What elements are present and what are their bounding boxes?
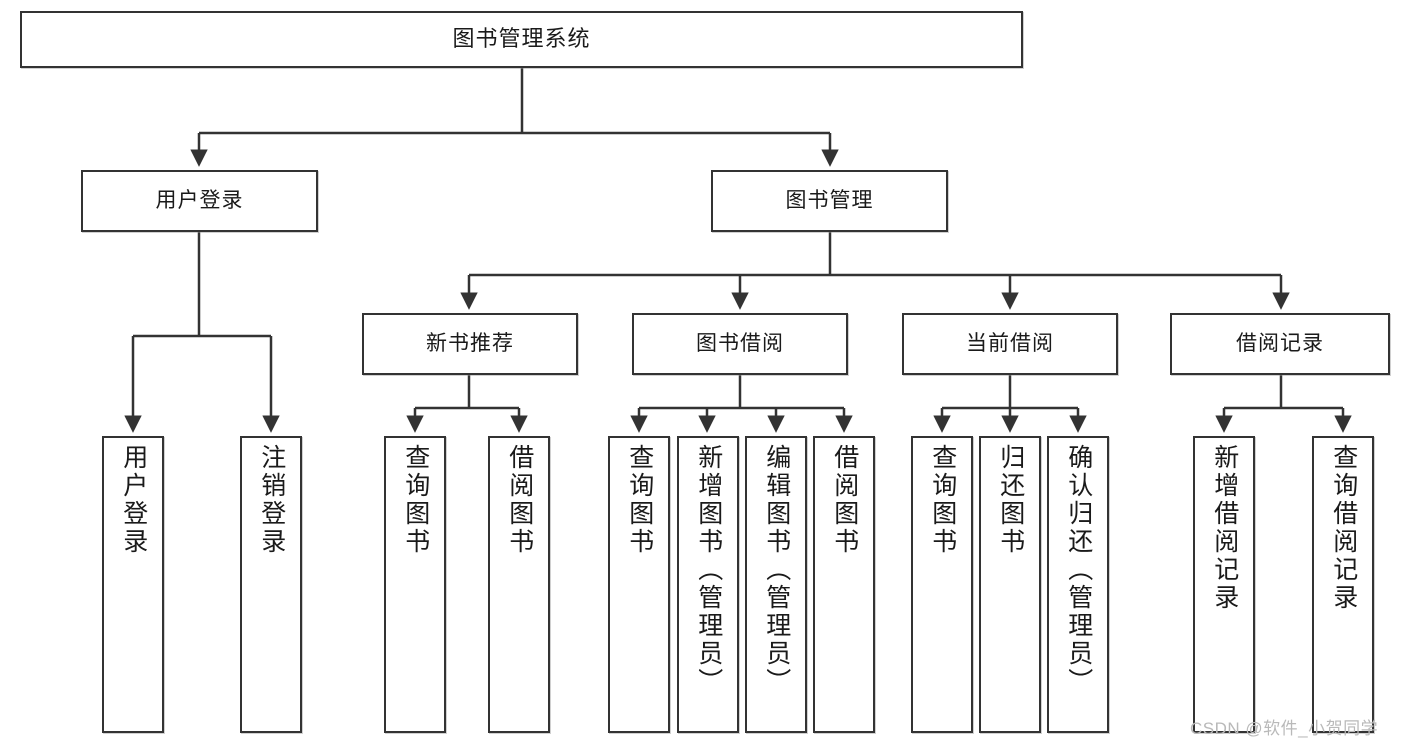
node-leaf-query-book-current[interactable]: 查询图书 — [911, 436, 973, 733]
node-book-borrow[interactable]: 图书借阅 — [632, 313, 848, 375]
node-label: 图书管理 — [785, 189, 874, 213]
node-label: 查询图书 — [625, 444, 654, 556]
node-label: 图书借阅 — [696, 332, 784, 356]
node-leaf-user-login[interactable]: 用户登录 — [102, 436, 164, 733]
node-leaf-borrow-book[interactable]: 借阅图书 — [813, 436, 875, 733]
node-label: 当前借阅 — [966, 332, 1054, 356]
node-label: 借阅图书 — [830, 444, 859, 556]
node-leaf-add-borrow-record[interactable]: 新增借阅记录 — [1193, 436, 1255, 733]
node-leaf-query-borrow-record[interactable]: 查询借阅记录 — [1312, 436, 1374, 733]
node-label: 查询图书 — [401, 444, 430, 556]
node-leaf-edit-book-admin[interactable]: 编辑图书（管理员） — [745, 436, 807, 733]
node-label: 归还图书 — [996, 444, 1025, 556]
node-label: 用户登录 — [119, 444, 148, 556]
node-label: 新书推荐 — [426, 332, 514, 356]
node-label: 借阅记录 — [1236, 332, 1324, 356]
node-leaf-confirm-return-admin[interactable]: 确认归还（管理员） — [1047, 436, 1109, 733]
node-label: 借阅图书 — [505, 444, 534, 556]
node-root-book-management-system[interactable]: 图书管理系统 — [20, 11, 1023, 68]
node-leaf-query-book-borrow[interactable]: 查询图书 — [608, 436, 670, 733]
watermark-csdn: CSDN @软件_小贺同学 — [1190, 719, 1379, 738]
node-label: 编辑图书（管理员） — [762, 444, 791, 696]
node-label: 查询借阅记录 — [1329, 444, 1358, 612]
node-leaf-return-book[interactable]: 归还图书 — [979, 436, 1041, 733]
node-label: 新增借阅记录 — [1210, 444, 1239, 612]
node-current-borrow[interactable]: 当前借阅 — [902, 313, 1118, 375]
node-book-management[interactable]: 图书管理 — [711, 170, 948, 232]
node-new-book-recommendation[interactable]: 新书推荐 — [362, 313, 578, 375]
node-user-login[interactable]: 用户登录 — [81, 170, 318, 232]
node-leaf-add-book-admin[interactable]: 新增图书（管理员） — [677, 436, 739, 733]
node-leaf-borrow-book-recommend[interactable]: 借阅图书 — [488, 436, 550, 733]
node-label: 图书管理系统 — [452, 26, 591, 52]
node-borrow-record[interactable]: 借阅记录 — [1170, 313, 1390, 375]
node-label: 用户登录 — [155, 189, 244, 213]
node-label: 新增图书（管理员） — [694, 444, 723, 696]
node-leaf-query-book-recommend[interactable]: 查询图书 — [384, 436, 446, 733]
node-leaf-logout[interactable]: 注销登录 — [240, 436, 302, 733]
node-label: 注销登录 — [257, 444, 286, 556]
node-label: 确认归还（管理员） — [1064, 444, 1093, 696]
node-label: 查询图书 — [928, 444, 957, 556]
